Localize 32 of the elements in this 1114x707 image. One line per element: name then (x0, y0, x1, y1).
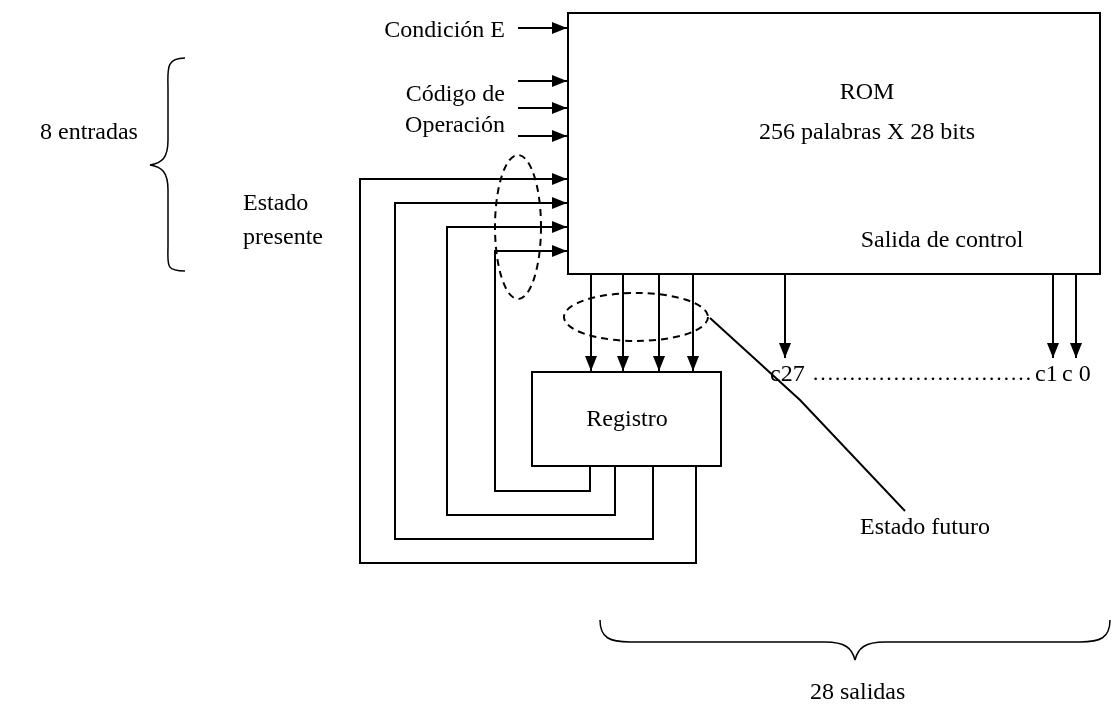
arrow (1070, 274, 1082, 359)
output-label: c27 (770, 360, 805, 388)
block-label: Registro (586, 405, 668, 433)
brace-label: 8 entradas (40, 118, 138, 146)
brace-label: 28 salidas (810, 678, 906, 706)
arrow (494, 245, 591, 492)
register-block (531, 371, 722, 467)
rom-block (567, 12, 1101, 275)
arrow (653, 274, 665, 372)
arrow (517, 130, 568, 142)
input-label: Condición E (384, 16, 505, 44)
arrow (446, 221, 616, 516)
arrow (1047, 274, 1059, 359)
ellipsis-dots: ………………………… (812, 360, 1032, 386)
arrow (394, 197, 654, 540)
annotation-label: Estado futuro (860, 513, 990, 541)
arrow (517, 102, 568, 114)
arrow (359, 173, 697, 564)
arrow (517, 22, 568, 34)
output-label: c 0 (1062, 360, 1091, 388)
arrow (687, 274, 699, 372)
block-label: 256 palabras X 28 bits (759, 118, 975, 146)
arrow (585, 274, 597, 372)
input-label: Código de Operación (404, 79, 505, 139)
arrow (517, 75, 568, 87)
side-label: Estado presente (243, 188, 324, 251)
leader-line (709, 317, 906, 512)
arrow (617, 274, 629, 372)
block-title: ROM (839, 78, 895, 106)
output-label: c1 (1035, 360, 1058, 388)
block-label: Salida de control (860, 226, 1024, 254)
arrow (779, 274, 791, 359)
